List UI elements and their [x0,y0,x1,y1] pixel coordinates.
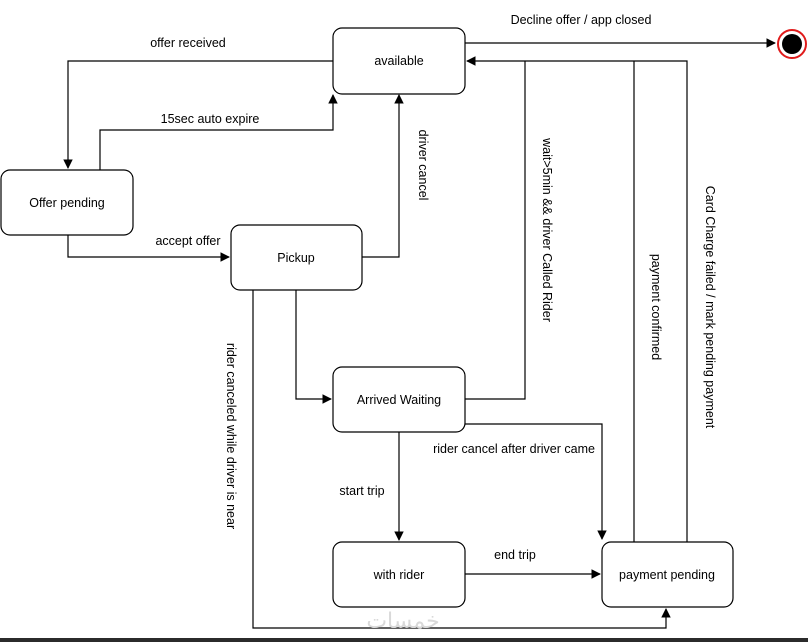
label-wait-timeout: wait>5min && driver Called Rider [540,137,554,322]
label-driver-cancel: driver cancel [416,130,430,201]
edge-pickup-to-arrived [295,290,332,404]
state-pickup-label: Pickup [277,251,315,265]
label-accept-offer: accept offer [155,234,220,248]
final-state-icon [777,29,807,59]
label-card-charge-failed: Card Charge failed / mark pending paymen… [703,186,717,429]
edge-rider-cancel-after [465,423,607,540]
state-payment-pending[interactable]: payment pending [601,541,734,608]
edge-wait-timeout [465,61,526,400]
label-auto-expire: 15sec auto expire [161,112,260,126]
state-with-rider-label: with rider [373,568,425,582]
state-available-label: available [374,54,423,68]
state-payment-pending-label: payment pending [619,568,715,582]
label-payment-confirmed: payment confirmed [649,254,663,360]
edge-accept-offer [67,235,230,262]
state-available[interactable]: available [332,27,466,95]
label-rider-canceled-near: rider canceled while driver is near [224,343,238,529]
watermark-logo: خمسات [366,609,439,634]
state-with-rider[interactable]: with rider [332,541,466,608]
state-arrived-waiting-label: Arrived Waiting [357,393,441,407]
label-rider-cancel-after: rider cancel after driver came [433,442,595,456]
edge-rider-canceled-near [252,290,671,629]
state-offer-pending-label: Offer pending [29,196,105,210]
edge-card-charge-failed [466,56,688,542]
label-end-trip: end trip [494,548,536,562]
edge-offer-received [63,60,333,169]
state-pickup[interactable]: Pickup [230,224,363,291]
label-decline-offer: Decline offer / app closed [511,13,652,27]
edge-auto-expire [99,94,338,170]
edge-driver-cancel [362,94,404,258]
state-arrived-waiting[interactable]: Arrived Waiting [332,366,466,433]
label-offer-received: offer received [150,36,226,50]
state-offer-pending[interactable]: Offer pending [0,169,134,236]
label-start-trip: start trip [339,484,384,498]
